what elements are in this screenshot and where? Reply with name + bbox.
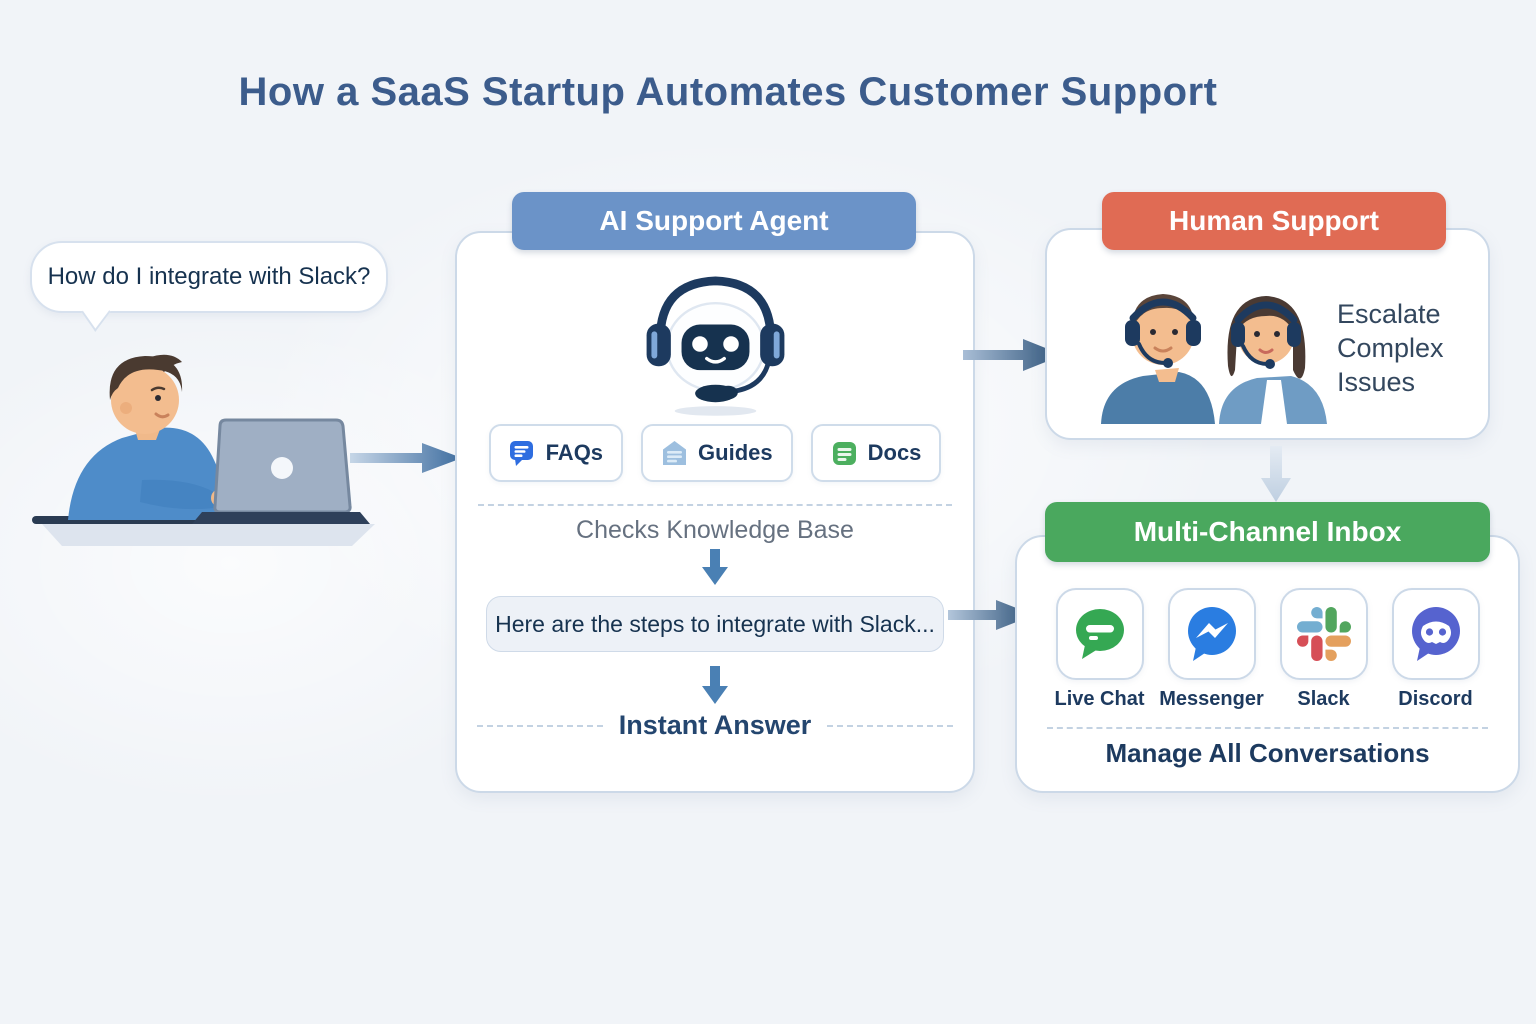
discord-label: Discord [1398,688,1473,710]
docs-chip[interactable]: Docs [810,424,942,482]
manage-conversations-label: Manage All Conversations [1105,738,1430,768]
robot-headset-icon [646,276,785,416]
discord-face-icon [1411,607,1460,661]
faqs-chip-label: FAQs [545,440,604,465]
inbox-card-header-label: Multi-Channel Inbox [1133,516,1402,547]
guides-chip[interactable]: Guides [641,424,793,482]
slack-tile[interactable] [1279,588,1368,680]
instant-answer-dash-right [827,724,954,727]
knowledge-chips-row: FAQs Guides Docs [455,424,975,482]
slack-label: Slack [1297,688,1350,710]
messenger-tile[interactable] [1167,588,1256,680]
messenger-bolt-icon [1187,607,1236,661]
down-arrow-to-answer [702,549,728,585]
faqs-chip[interactable]: FAQs [488,424,624,482]
live-chat-tile[interactable] [1055,588,1144,680]
inbox-card-divider [1047,727,1488,729]
ai-card-divider [478,504,952,506]
customer-speech-bubble: How do I integrate with Slack? [30,241,388,313]
ai-answer-text: Here are the steps to integrate with Sla… [495,610,935,637]
slack-logo-icon [1296,607,1351,661]
instant-answer-row: Instant Answer [477,710,954,741]
discord-tile[interactable] [1391,588,1480,680]
channel-discord[interactable]: Discord [1388,588,1484,711]
instant-answer-label: Instant Answer [618,710,812,740]
escalate-description: Escalate Complex Issues [1337,299,1444,397]
channel-live-chat[interactable]: Live Chat [1052,588,1148,711]
guides-chip-label: Guides [698,440,773,465]
human-card-header-label: Human Support [1169,205,1379,236]
speech-bubble-text: How do I integrate with Slack? [47,263,371,290]
channel-slack[interactable]: Slack [1276,588,1372,711]
ai-answer-bubble: Here are the steps to integrate with Sla… [486,596,944,652]
arrow-customer-to-ai [350,443,462,473]
docs-document-icon [832,441,856,465]
channels-row: Live Chat Messenger Slack [1015,588,1520,711]
live-chat-bubble-icon [1075,609,1124,659]
arrow-answer-to-inbox [948,600,1034,630]
human-card-header: Human Support [1102,192,1446,250]
arrow-ai-to-human [963,339,1063,371]
page-title: How a SaaS Startup Automates Customer Su… [238,70,1218,114]
arrow-human-to-inbox [1261,446,1291,502]
down-arrow-to-instant-answer [702,666,728,704]
checks-knowledge-base-label: Checks Knowledge Base [576,516,854,544]
guides-book-icon [663,440,687,465]
channel-messenger[interactable]: Messenger [1159,588,1264,711]
ai-card-header: AI Support Agent [512,192,916,250]
faq-chat-bubble-icon [509,440,533,466]
man-at-laptop-illustration [32,354,375,546]
docs-chip-label: Docs [867,440,922,465]
live-chat-label: Live Chat [1054,688,1145,710]
instant-answer-dash-left [477,724,603,727]
inbox-card-header: Multi-Channel Inbox [1045,502,1490,562]
two-support-agents-illustration [1101,294,1327,424]
ai-card-header-label: AI Support Agent [599,205,829,236]
messenger-label: Messenger [1159,688,1264,710]
